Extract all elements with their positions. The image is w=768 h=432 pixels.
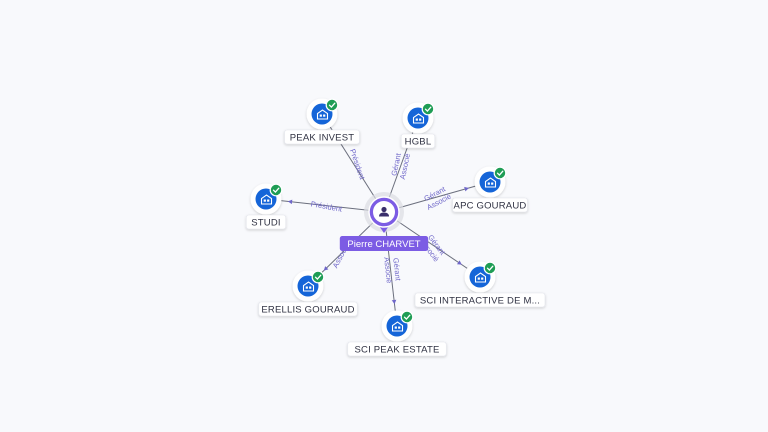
verified-check-icon [325,98,339,112]
edge-role-text: GérantAssocié [421,184,453,212]
edge-role-text: Président [348,148,367,182]
verified-check-icon [311,270,325,284]
arrow-icon [464,186,469,192]
company-name-label[interactable]: HGBL [400,133,436,149]
nodes-layer: PEAK INVEST HGBL APC GOURAUD STUDI SCI INTER… [245,98,546,357]
edge-role-text: GérantAssocié [389,151,412,180]
arrow-icon [457,260,462,265]
verified-check-icon [483,261,497,275]
label-bg [245,214,287,230]
company-name: APC GOURAUD [454,200,527,211]
company-node[interactable] [402,102,435,134]
edge-role-text: Président [310,199,344,214]
building-icon [260,194,273,205]
center-node[interactable]: Pierre CHARVET [339,192,429,251]
label-bg [400,133,436,149]
label-bg [284,129,360,145]
company-name-label[interactable]: SCI PEAK ESTATE [347,341,447,357]
company-name-label[interactable]: APC GOURAUD [452,197,528,213]
company-name-label[interactable]: ERELLIS GOURAUD [258,301,358,317]
company-name: PEAK INVEST [290,132,355,143]
company-name: ERELLIS GOURAUD [261,304,354,315]
building-icon [391,321,404,332]
label-bg [452,197,528,213]
verified-check-icon [493,166,507,180]
center-name: Pierre CHARVET [347,239,420,250]
arrow-icon [391,299,397,305]
arrow-icon [323,266,329,271]
label-bg [258,301,358,317]
company-name: SCI INTERACTIVE DE M... [420,295,540,306]
label-bg [414,292,546,308]
company-node[interactable] [250,183,283,215]
company-name: HGBL [405,136,432,147]
company-node[interactable] [292,270,325,302]
building-icon [474,272,487,283]
arrow-icon [287,199,293,205]
person-icon [379,206,389,217]
company-node[interactable] [464,261,497,293]
edge-label: GérantAssocié [382,256,403,284]
building-icon [484,177,497,188]
verified-check-icon [400,310,414,324]
company-node[interactable] [474,166,507,198]
edge-role-text: GérantAssocié [382,256,403,284]
center-label-bg [339,236,429,251]
company-node[interactable] [306,98,339,130]
label-bg [347,341,447,357]
company-name-label[interactable]: PEAK INVEST [284,129,360,145]
verified-check-icon [421,102,435,116]
edge-label: GérantAssocié [389,151,412,181]
company-name: SCI PEAK ESTATE [354,344,439,355]
building-icon [302,281,315,292]
edge-label: Président [348,148,367,182]
edge-label: Président [310,199,344,214]
building-icon [316,109,329,120]
verified-check-icon [269,183,283,197]
building-icon [412,113,425,124]
company-name-label[interactable]: STUDI [245,214,287,230]
company-name-label[interactable]: SCI INTERACTIVE DE M... [414,292,546,308]
company-node[interactable] [381,310,414,342]
edge-label: GérantAssocié [421,184,453,212]
company-name: STUDI [251,217,281,228]
